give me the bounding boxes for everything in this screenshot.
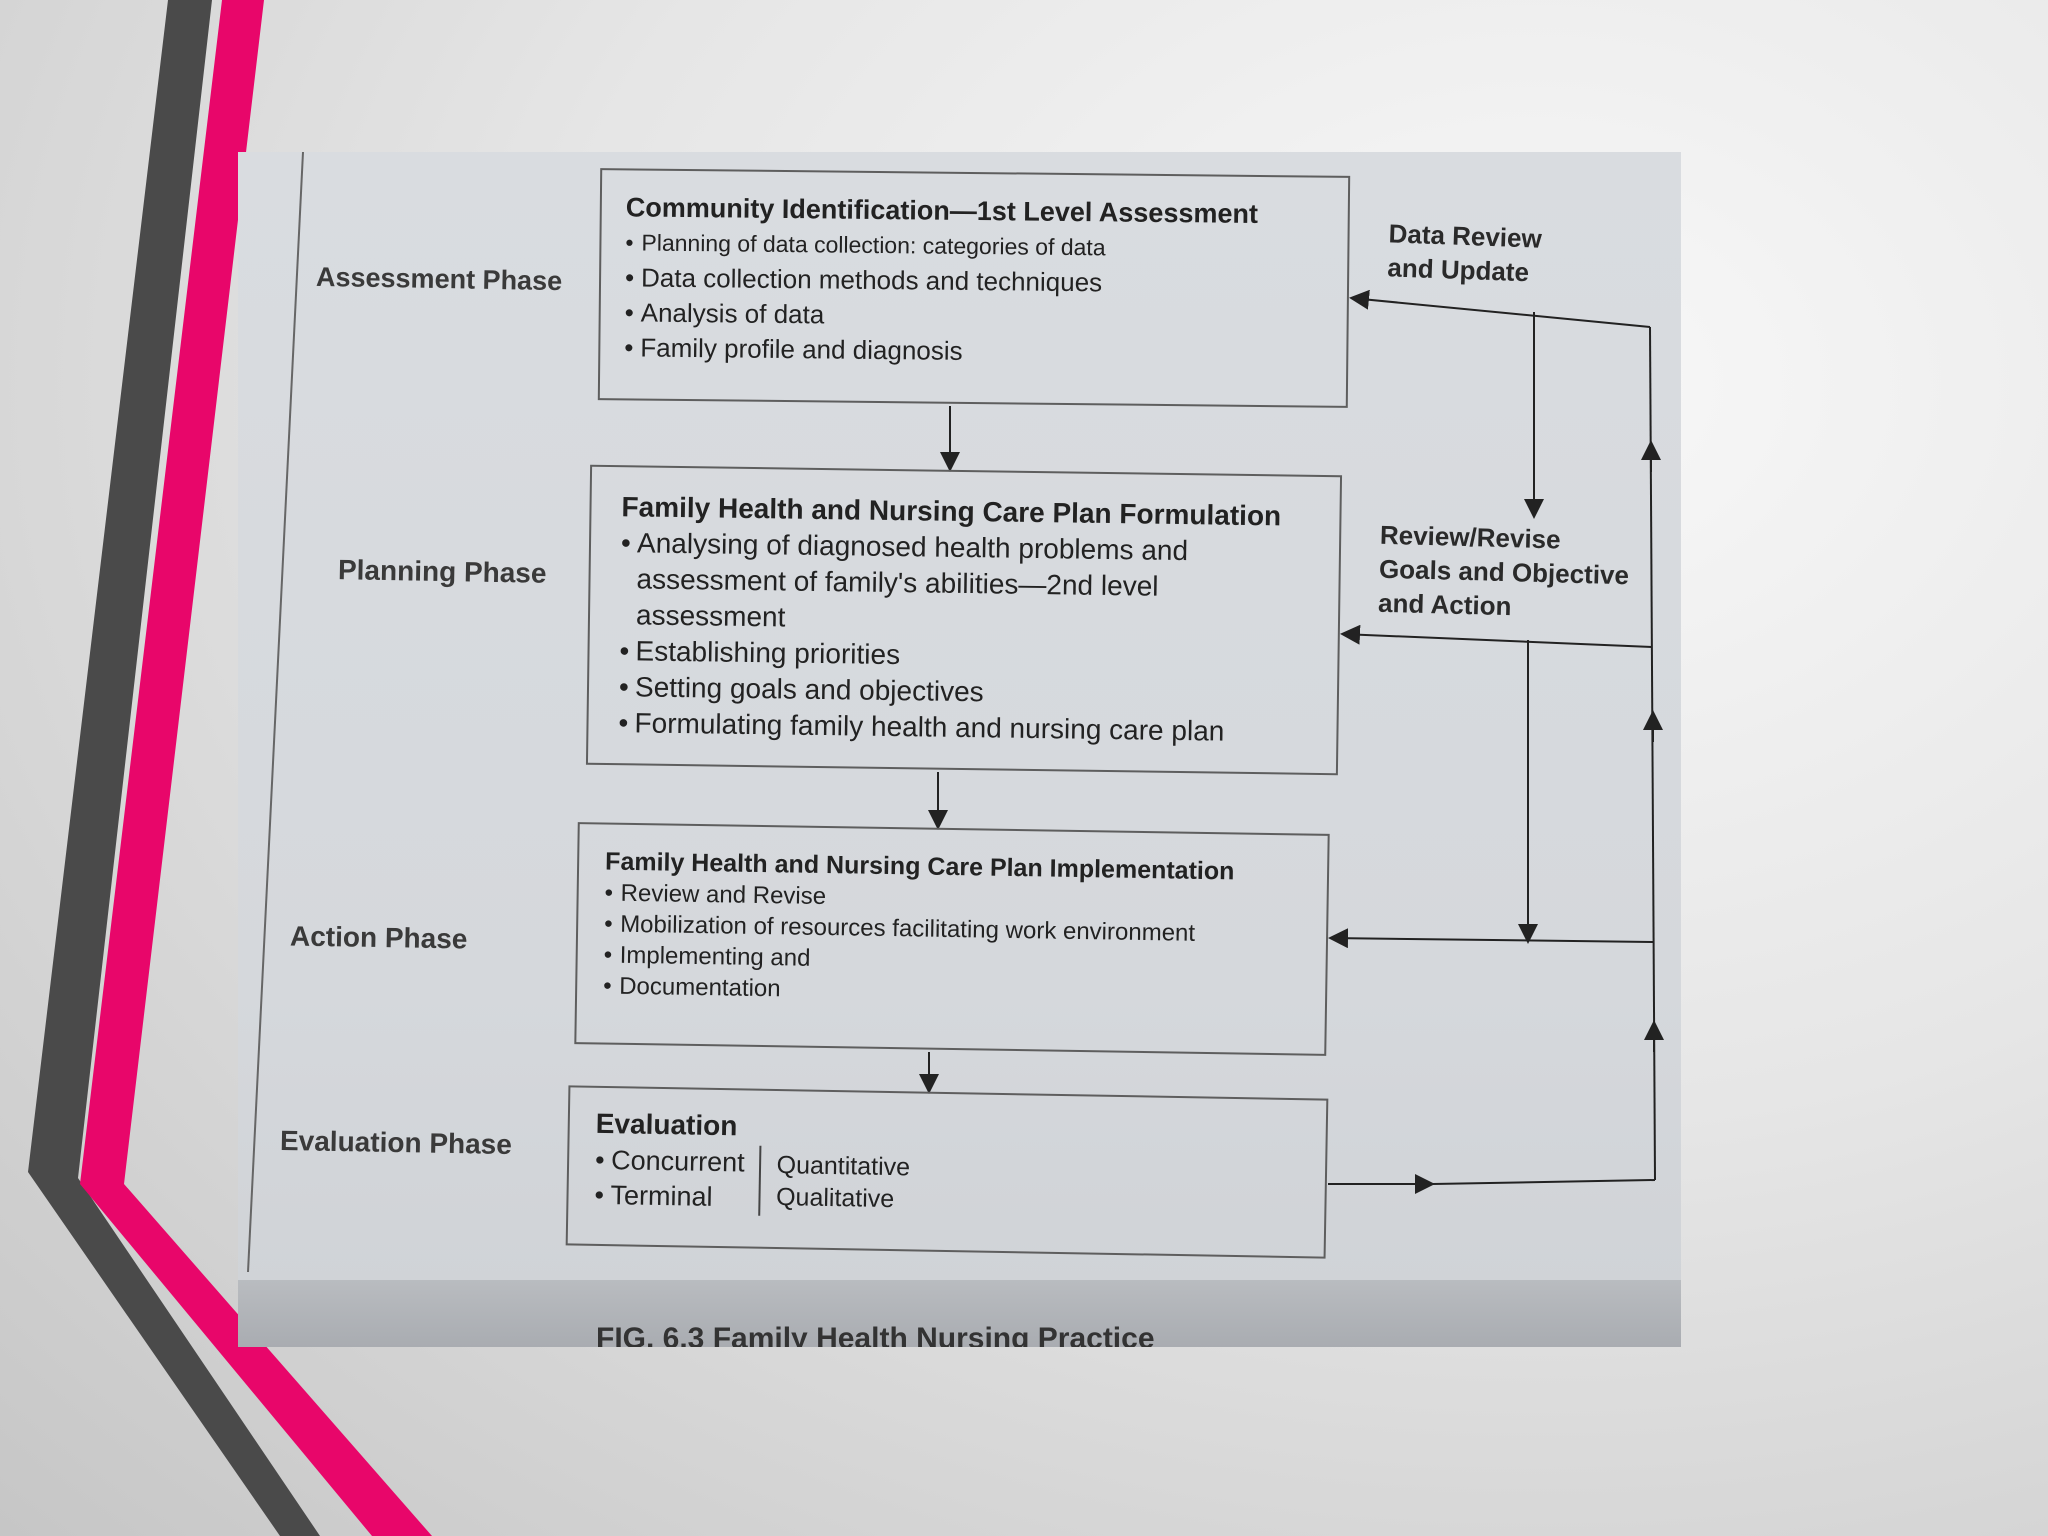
list-item: Family profile and diagnosis [624, 330, 1322, 372]
list-item: Formulating family health and nursing ca… [618, 705, 1228, 750]
assessment-box-items: Planning of data collection: categories … [624, 225, 1323, 372]
action-box-items: Review and Revise Mobilization of resour… [603, 878, 1301, 1013]
flowchart-connectors [247, 152, 1664, 1273]
list-item: Concurrent [595, 1143, 745, 1181]
phase-label-evaluation: Evaluation Phase [279, 1124, 513, 1161]
planning-box-items: Analysing of diagnosed health problems a… [618, 525, 1231, 749]
list-item: Terminal [594, 1178, 744, 1216]
evaluation-measures: Quantitative Qualitative [776, 1149, 911, 1215]
phase-label-planning: Planning Phase [337, 554, 547, 589]
evaluation-details: Concurrent Terminal Quantitative Qualita… [594, 1142, 1299, 1225]
side-label-data-review: Data Review and Update [1387, 217, 1542, 290]
figure-caption-band: FIG. 6.3 Family Health Nursing Practice [238, 1280, 1681, 1347]
assessment-box: Community Identification—1st Level Asses… [597, 168, 1351, 408]
side-label-line: and Action [1377, 587, 1512, 621]
side-label-review-revise: Review/Revise Goals and Objective and Ac… [1378, 519, 1631, 627]
action-box: Family Health and Nursing Care Plan Impl… [574, 822, 1330, 1056]
side-label-line: and Update [1386, 252, 1530, 288]
measure-quantitative: Quantitative [776, 1151, 911, 1182]
textbook-figure-photo: Assessment Phase Planning Phase Action P… [238, 152, 1681, 1347]
phase-label-assessment: Assessment Phase [315, 261, 563, 297]
planning-box: Family Health and Nursing Care Plan Form… [585, 464, 1343, 776]
figure-caption: FIG. 6.3 Family Health Nursing Practice [596, 1322, 1155, 1347]
pink-chevron-stripe [80, 0, 432, 1536]
measure-qualitative: Qualitative [775, 1183, 895, 1214]
evaluation-box: Evaluation Concurrent Terminal Quantitat… [565, 1085, 1329, 1259]
gray-chevron-stripe [28, 0, 320, 1536]
feedback-line-bottom [1432, 1179, 1656, 1185]
side-label-line: Data Review [1388, 218, 1543, 254]
feedback-to-assessment [1349, 289, 1651, 328]
evaluation-types: Concurrent Terminal [594, 1142, 762, 1216]
page-margin-line [247, 152, 304, 1273]
phase-label-action: Action Phase [289, 920, 468, 955]
feedback-to-planning [1340, 624, 1653, 648]
list-item: Analysing of diagnosed health problems a… [620, 525, 1231, 642]
feedback-to-action [1328, 928, 1655, 949]
